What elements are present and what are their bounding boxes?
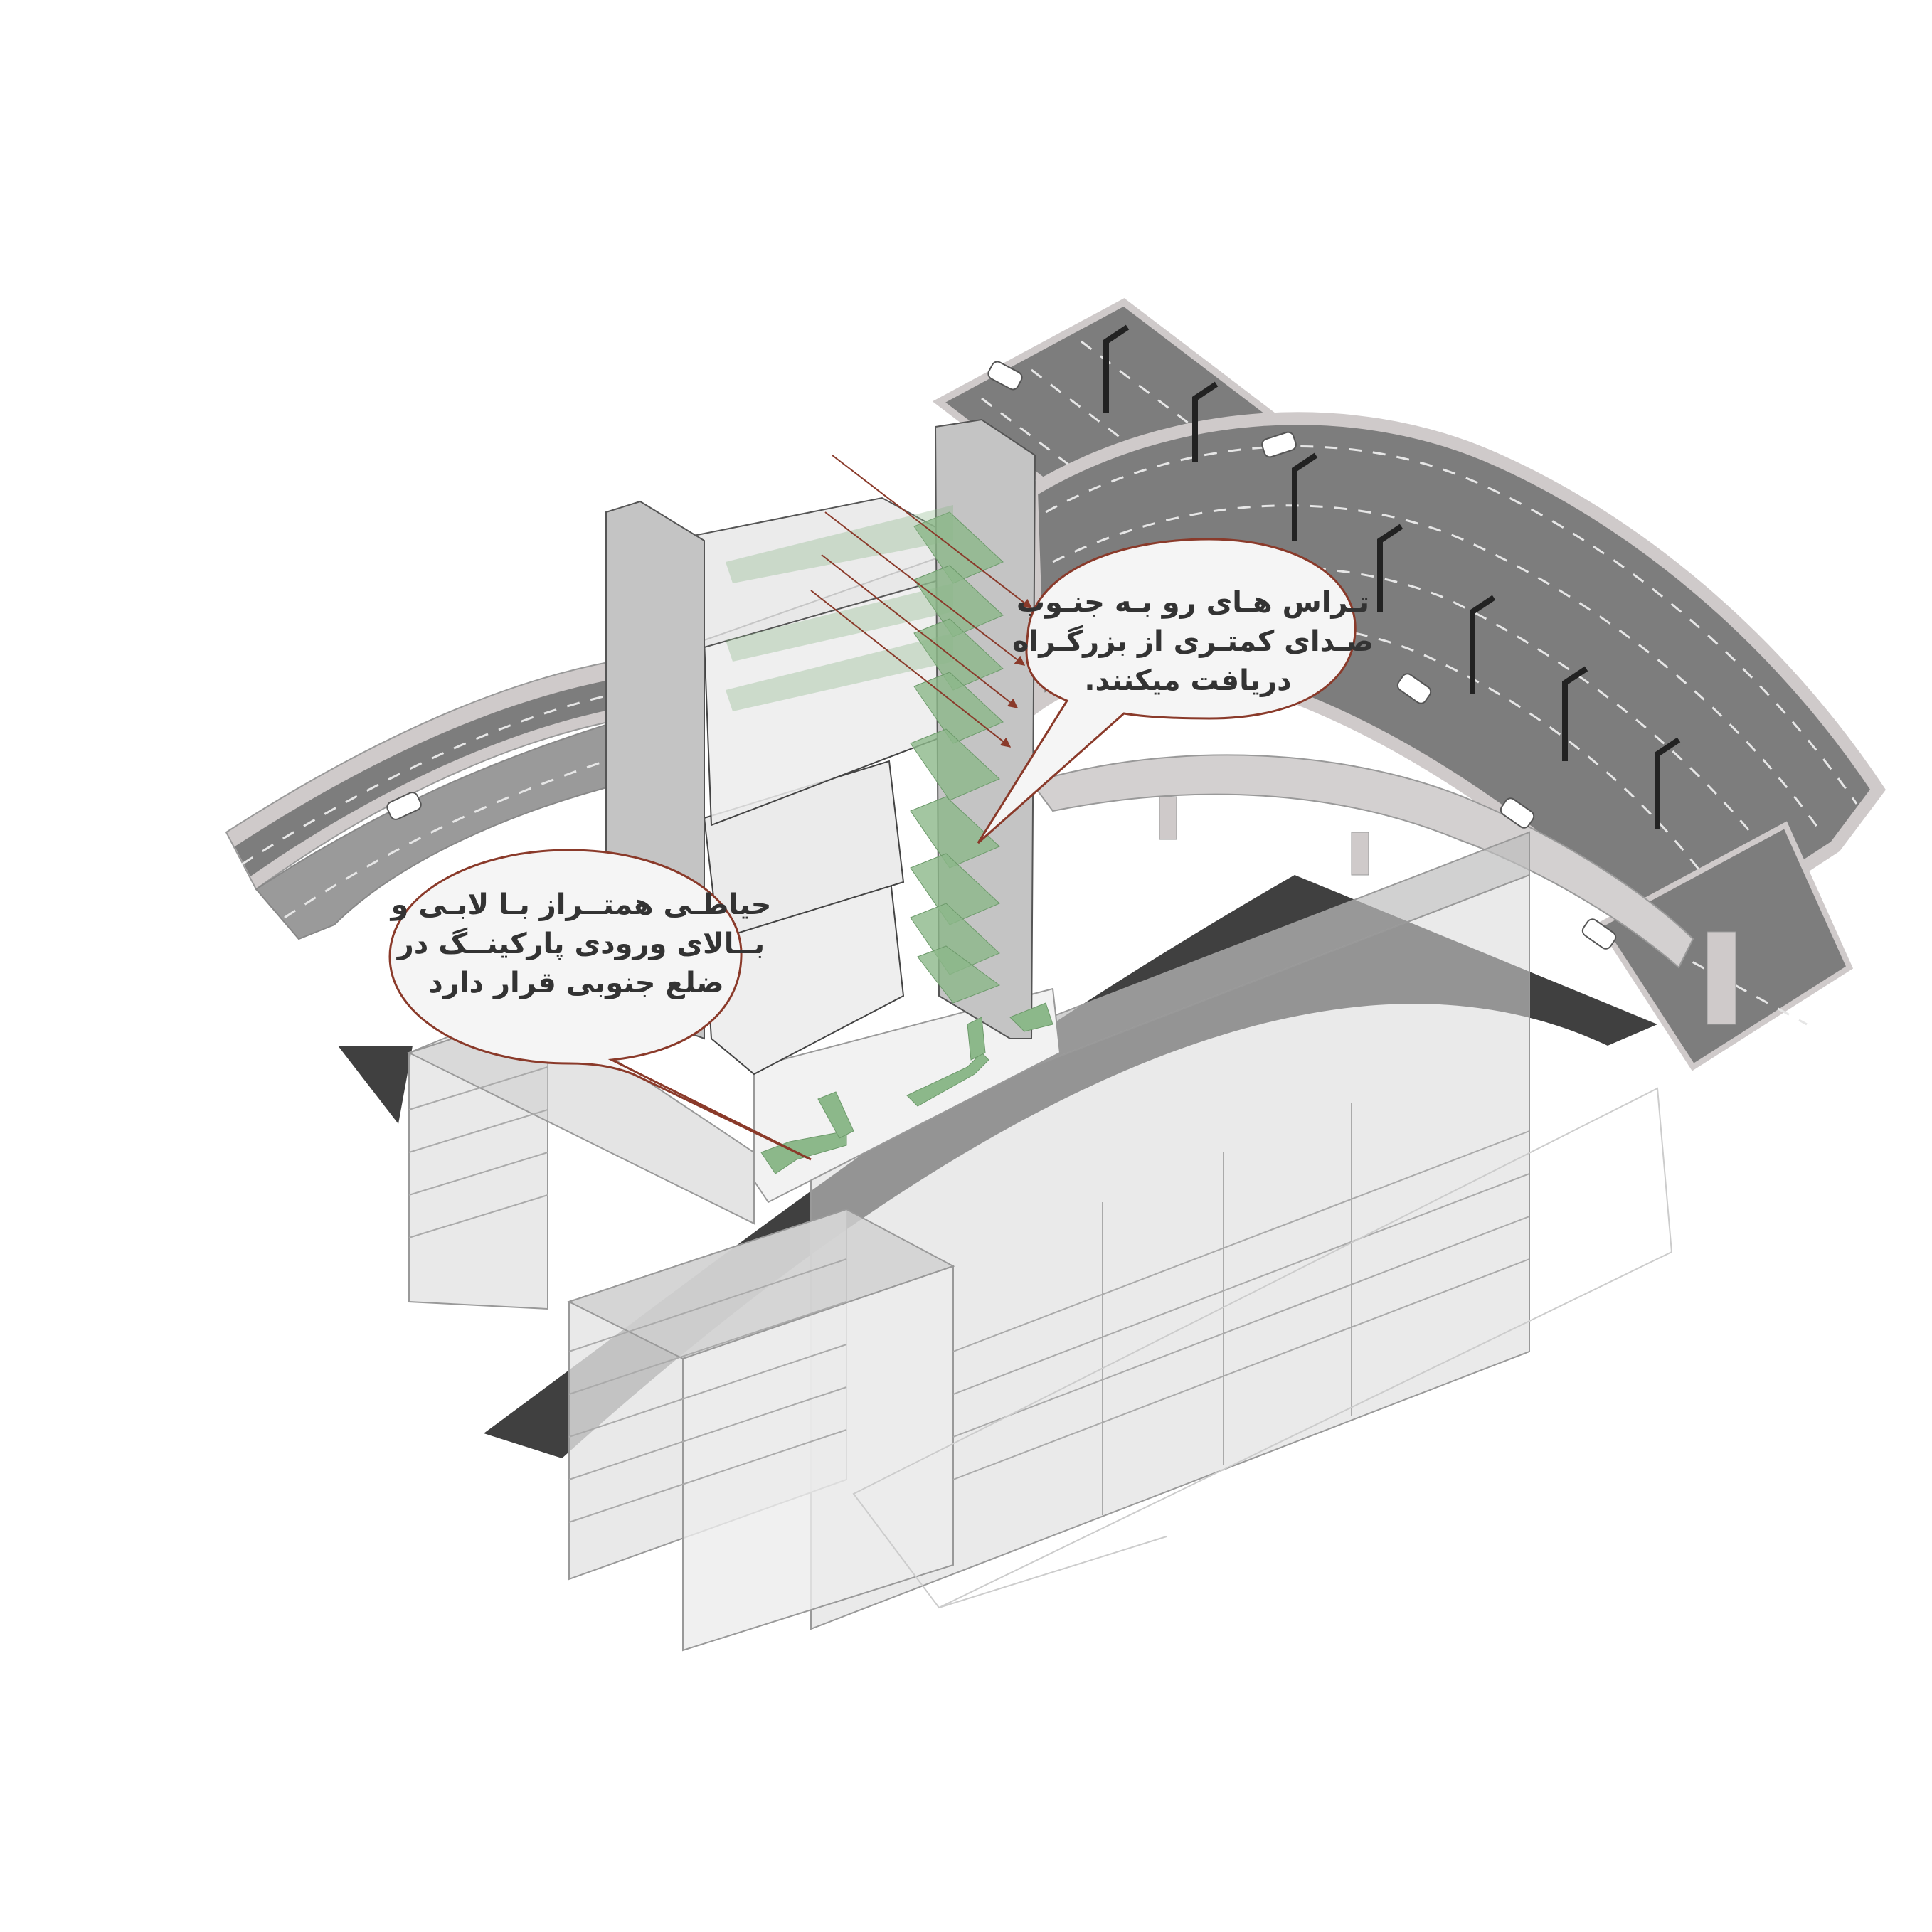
callout-courtyard-bubble	[388, 849, 812, 1161]
callout-courtyard-line-1: حیاطـی همتــراز بـا لابـی و	[389, 888, 771, 921]
car	[1500, 797, 1535, 829]
callout-terraces-line-2: صـدای کمتـری از بزرگـراه	[1012, 625, 1374, 658]
terrace	[910, 853, 1000, 925]
sound-arrow	[832, 455, 1033, 609]
highway-left-ramp-lanes	[235, 679, 620, 876]
callout-terraces-line-1: تـراس هـای رو بـه جنـوب	[1017, 586, 1369, 619]
terrace	[910, 796, 1000, 869]
callout-courtyard-line-2: بــالای ورودی پارکینــگ در	[396, 927, 765, 960]
south-terraces	[910, 511, 1004, 1004]
svg-text:حیاطـی همتــراز بـا لابـی و: حیاطـی همتــراز بـا لابـی و بــالای ورود…	[381, 888, 772, 999]
callout-terraces-line-3: دریافت میکنند.	[1084, 664, 1291, 697]
cars	[386, 361, 1617, 950]
terrace	[910, 728, 1000, 801]
highway-underside	[1030, 754, 1694, 969]
car	[1581, 918, 1617, 950]
main-building	[605, 418, 1061, 1204]
car	[987, 361, 1023, 391]
car	[386, 792, 422, 820]
courtyard	[760, 1002, 1053, 1174]
callout-courtyard: حیاطـی همتــراز بـا لابـی و بــالای ورود…	[381, 849, 812, 1161]
callout-terraces-bubble	[977, 538, 1357, 844]
sound-arrow	[824, 511, 1026, 666]
callout-terraces: تـراس هـای رو بـه جنـوب صـدای کمتـری از …	[977, 538, 1374, 844]
terrace	[913, 565, 1004, 637]
sound-arrow	[810, 590, 1012, 748]
terrace	[917, 945, 1001, 1004]
highway-pier	[1707, 931, 1736, 1025]
highway-pier	[1159, 796, 1177, 840]
svg-text:تـراس هـای رو بـه جنـوب: تـراس هـای رو بـه جنـوب صـدای کمتـری از …	[1002, 586, 1374, 697]
car	[1261, 431, 1297, 458]
sound-arrow	[821, 554, 1019, 708]
street-lights	[1103, 324, 1681, 829]
terrace	[913, 511, 1004, 584]
terrace	[913, 618, 1004, 691]
car	[1396, 673, 1432, 704]
neighbour-buildings	[407, 831, 1673, 1652]
terrace	[913, 672, 1004, 744]
callout-courtyard-line-3: ضلع جنوبی قرار دارد	[428, 967, 723, 999]
highway-pier	[1351, 832, 1369, 876]
sound-arrows	[810, 455, 1033, 748]
